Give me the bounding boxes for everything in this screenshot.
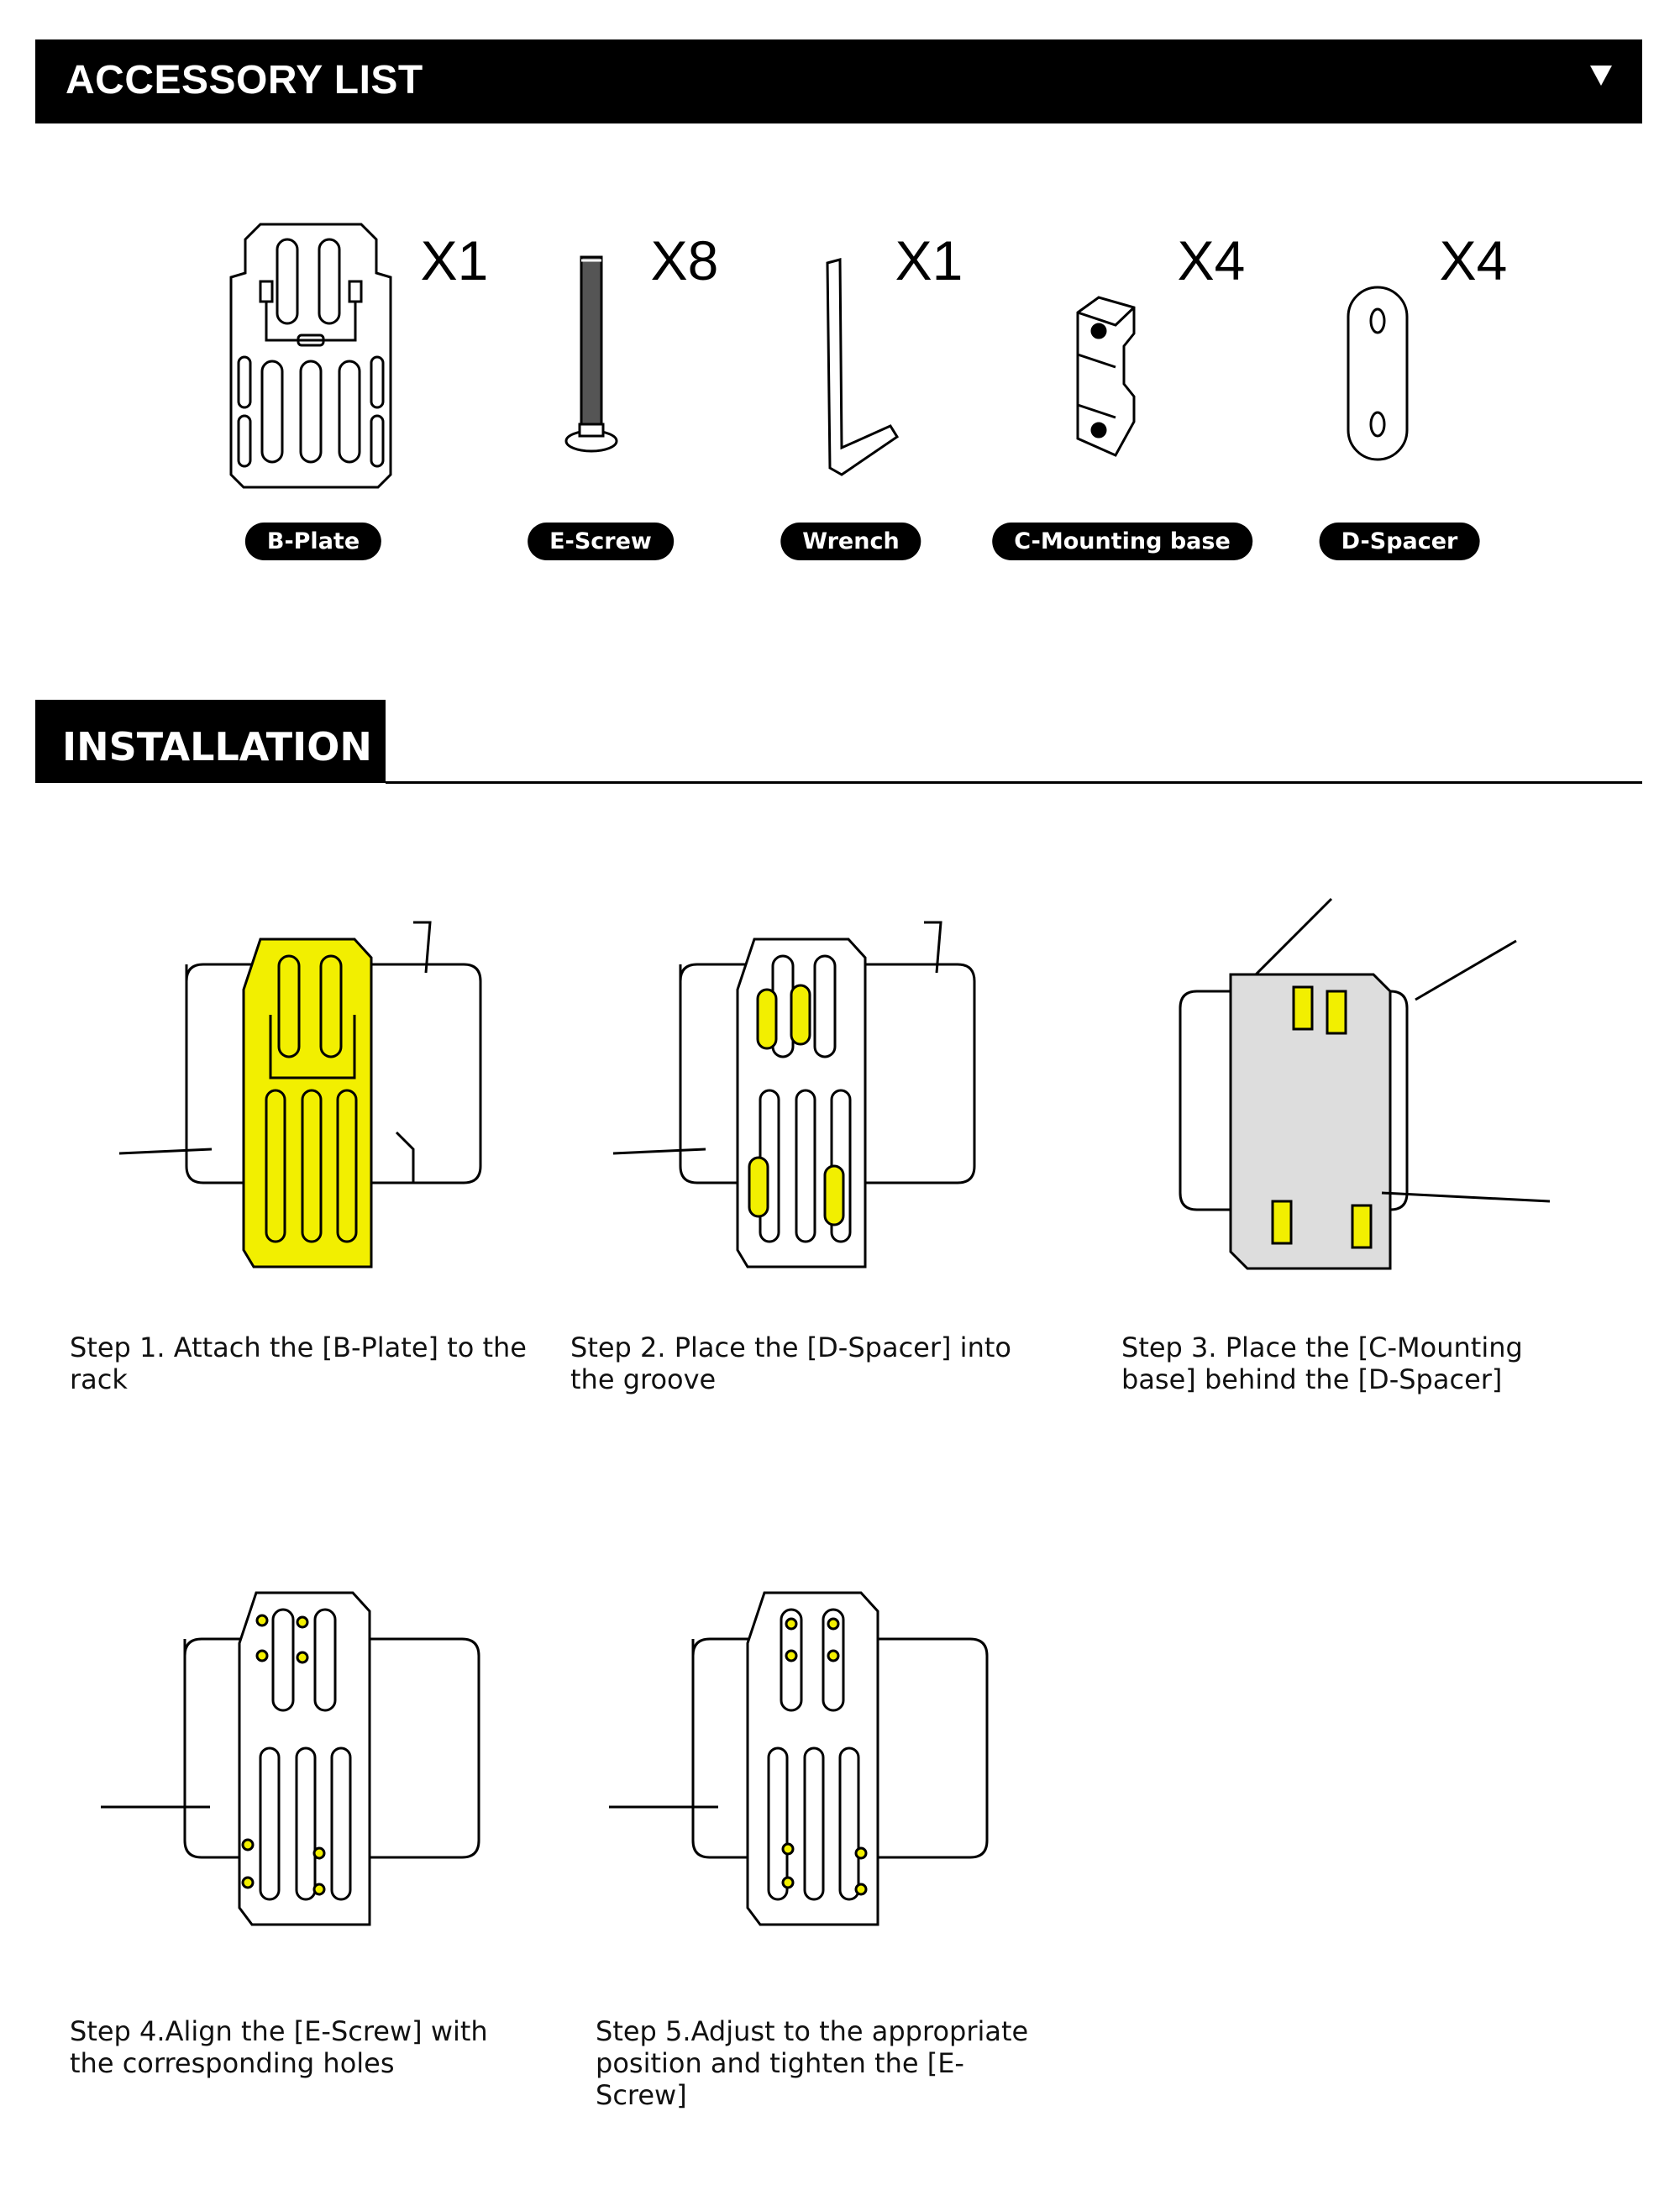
step-5-text: Step 5.Adjust to the appropriate positio… [596, 2015, 1029, 2111]
wrench-label: Wrench [780, 523, 921, 560]
c-mounting-base-label: C-Mounting base [992, 523, 1252, 560]
d-spacer-illustration [1347, 286, 1409, 461]
b-plate-label: B-Plate [244, 523, 382, 560]
wrench-quantity: X1 [895, 229, 963, 292]
step-2-text: Step 2. Place the [D-Spacer] into the gr… [570, 1331, 1011, 1395]
e-screw-label: E-Screw [528, 523, 674, 560]
step-4-text: Step 4.Align the [E-Screw] with the corr… [70, 2015, 488, 2079]
step2-illustration [612, 921, 976, 1268]
section-divider [386, 781, 1642, 784]
d-spacer-quantity: X4 [1439, 229, 1508, 292]
step-3-text: Step 3. Place the [C-Mounting base] behi… [1121, 1331, 1523, 1395]
b-plate-illustration [229, 223, 392, 489]
wrench-illustration [826, 258, 900, 476]
installation-header [35, 700, 386, 783]
c-mounting-base-illustration [1076, 296, 1136, 457]
accessory-list-title: ACCESSORY LIST [66, 58, 423, 102]
accessory-list-header[interactable] [35, 39, 1642, 123]
c-mounting-base-quantity: X4 [1177, 229, 1246, 292]
e-screw-quantity: X8 [650, 229, 719, 292]
d-spacer-label: D-Spacer [1319, 523, 1480, 560]
installation-title: INSTALLATION [62, 724, 372, 769]
step5-illustration [609, 1591, 989, 1926]
b-plate-quantity: X1 [420, 229, 489, 292]
e-screw-illustration [564, 255, 618, 453]
step4-illustration [101, 1591, 480, 1926]
step1-illustration [118, 921, 482, 1268]
step-1-text: Step 1. Attach the [B-Plate] to the rack [70, 1331, 527, 1395]
step3-illustration [1179, 897, 1551, 1270]
collapse-triangle-icon[interactable] [1590, 66, 1612, 86]
